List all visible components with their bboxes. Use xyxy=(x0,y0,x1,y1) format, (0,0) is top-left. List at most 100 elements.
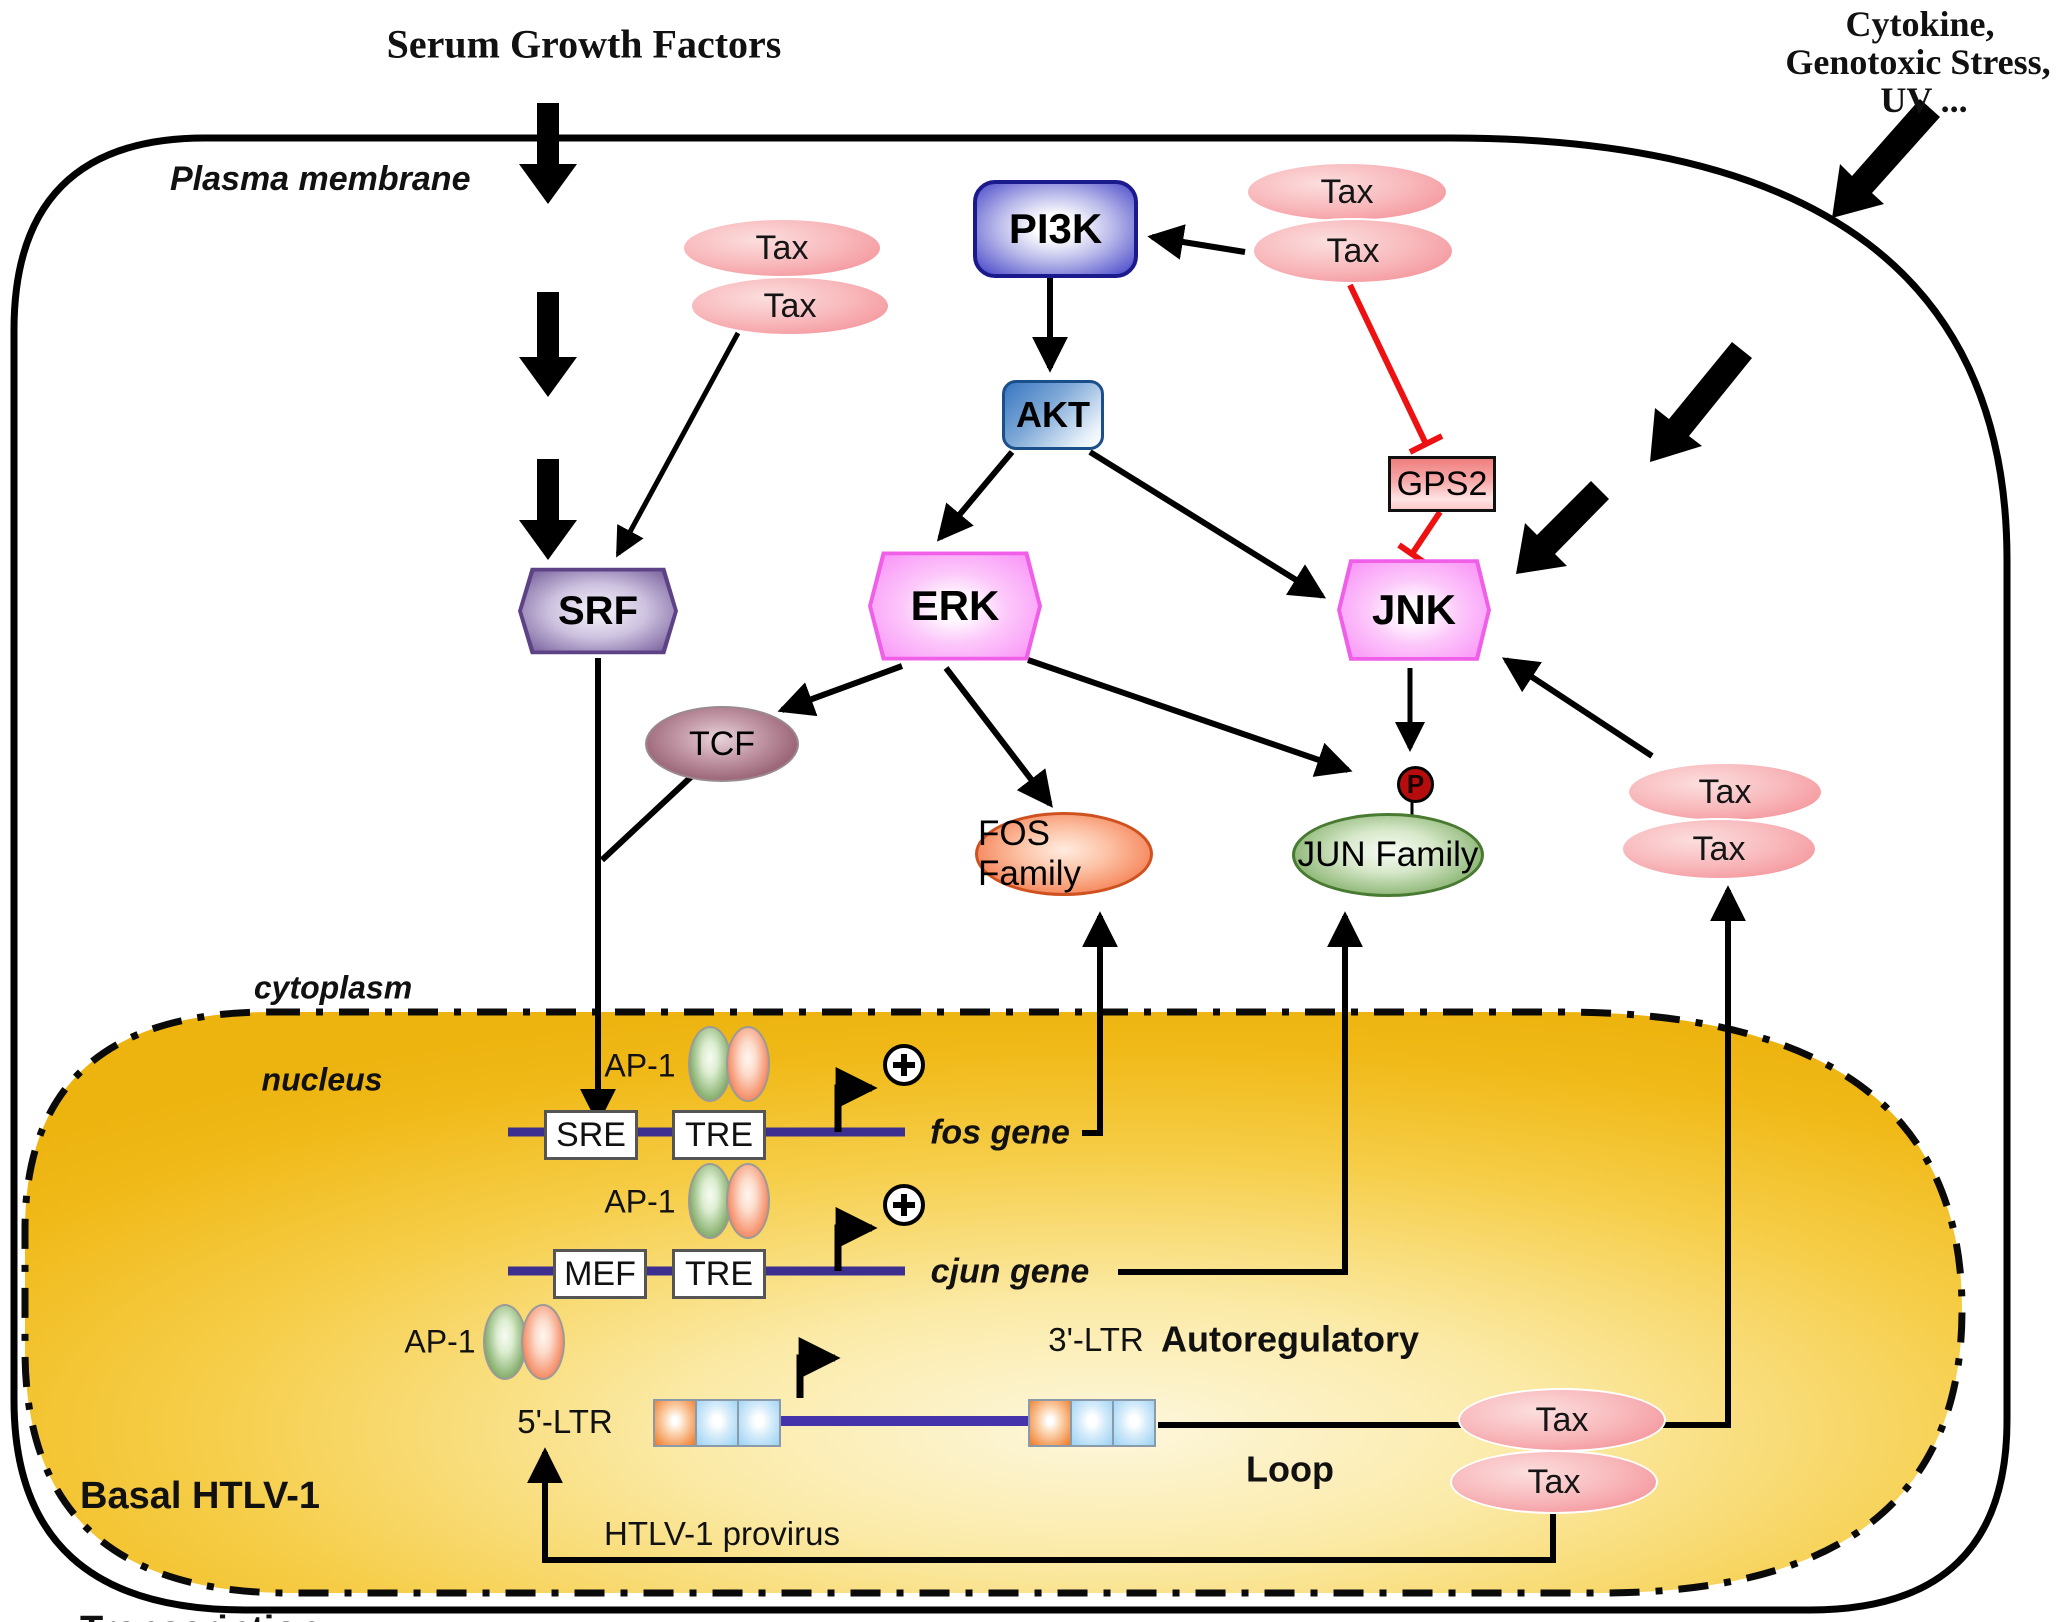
basal-transcription-label: Basal HTLV-1 Transcription xyxy=(80,1384,321,1622)
jnk-label: JNK xyxy=(1371,586,1457,633)
title-genotoxic-stress: Genotoxic Stress, xyxy=(1785,42,2051,82)
tax-label: Tax xyxy=(1320,172,1374,211)
arrow-provirus-to-tax xyxy=(1158,885,1746,1428)
tre-box-cjun: TRE xyxy=(672,1249,766,1299)
arrow-fosgene-to-fosfamily xyxy=(1082,911,1118,1136)
plus-activation-icon-cjun xyxy=(883,1184,925,1226)
jun-family-label: JUN Family xyxy=(1297,835,1479,874)
tax-oval-left-top: Tax xyxy=(682,218,882,278)
tcf-label: TCF xyxy=(688,724,756,763)
nucleus-label: nucleus xyxy=(261,1061,383,1098)
tax-oval-mid-top: Tax xyxy=(1627,762,1823,822)
node-tcf: TCF xyxy=(645,706,799,782)
phospho-icon: P xyxy=(1397,766,1434,803)
title-cytokine: Cytokine, xyxy=(1845,4,1995,44)
tax-label: Tax xyxy=(1698,772,1752,811)
tax-label: Tax xyxy=(755,228,809,267)
gps2-label: GPS2 xyxy=(1396,464,1488,503)
phospho-label: P xyxy=(1406,769,1425,799)
thick-arrow-stress-2 xyxy=(1650,342,1752,462)
tax-label: Tax xyxy=(1535,1400,1589,1439)
ap1-label-3: AP-1 xyxy=(404,1323,476,1360)
nucleus-region xyxy=(21,1008,1966,1597)
tss-arrow-cjun xyxy=(834,1207,878,1271)
ltr5-box-icon xyxy=(653,1399,697,1447)
autoreg-line2: Loop xyxy=(1246,1448,1334,1490)
arrow-tax-loop-to-ltr5 xyxy=(527,1447,1556,1563)
arrow-erk-to-jun xyxy=(1027,657,1353,777)
node-akt: AKT xyxy=(1002,380,1104,450)
thick-arrow-serum-2 xyxy=(519,292,577,397)
arrow-cjungene-to-junfamily xyxy=(1118,911,1363,1275)
sre-label: SRE xyxy=(556,1115,626,1154)
arrow-akt-to-jnk xyxy=(1088,449,1327,599)
tax-oval-left-bottom: Tax xyxy=(690,276,890,336)
arrow-akt-to-erk xyxy=(936,450,1015,542)
sre-box: SRE xyxy=(544,1110,638,1160)
fos-gene-label: fos gene xyxy=(930,1113,1070,1152)
tax-oval-nucleus-top: Tax xyxy=(1458,1388,1666,1452)
cjun-gene-label: cjun gene xyxy=(930,1252,1090,1291)
ltr3-box-icon xyxy=(1112,1399,1156,1447)
ltr5-label: 5'-LTR xyxy=(517,1403,613,1440)
akt-label: AKT xyxy=(1016,394,1090,435)
arrow-tax-to-jnk xyxy=(1501,657,1654,759)
plus-activation-icon-fos xyxy=(883,1044,925,1086)
ltr3-box-icon xyxy=(1070,1399,1114,1447)
node-gps2: GPS2 xyxy=(1388,456,1496,512)
thick-arrow-serum-3 xyxy=(519,459,577,560)
arrow-tax-to-srf xyxy=(615,331,741,558)
ap1-fos-oval-icon xyxy=(726,1026,770,1102)
tax-label: Tax xyxy=(1326,231,1380,270)
thick-arrow-serum-1 xyxy=(519,103,577,204)
tre-label: TRE xyxy=(685,1115,753,1154)
ltr5-box-icon xyxy=(737,1399,781,1447)
tax-oval-nucleus-bottom: Tax xyxy=(1450,1450,1658,1514)
thick-arrow-stress-1 xyxy=(1832,99,1940,218)
tax-label: Tax xyxy=(1692,829,1746,868)
ap1-label-1: AP-1 xyxy=(604,1047,676,1084)
node-jnk: JNK xyxy=(1337,559,1491,661)
cytoplasm-label: cytoplasm xyxy=(253,969,413,1006)
inhibit-tax-to-gps2 xyxy=(1347,283,1444,455)
title-uv: UV ... xyxy=(1880,80,1968,120)
node-fos-family: FOS Family xyxy=(975,812,1153,896)
ap1-fos-oval-icon xyxy=(521,1304,565,1380)
ltr5-box-icon xyxy=(695,1399,739,1447)
arrow-erk-to-fos xyxy=(943,666,1053,808)
title-serum-growth-factors: Serum Growth Factors xyxy=(386,21,782,67)
arrow-erk-to-tcf xyxy=(777,663,904,717)
line-tcf-join-srf xyxy=(599,773,695,863)
thick-arrow-stress-3 xyxy=(1516,481,1609,574)
arrow-tax-to-pi3k xyxy=(1147,224,1246,260)
srf-label: SRF xyxy=(558,588,638,633)
tax-oval-right-bottom: Tax xyxy=(1252,218,1454,284)
basal-line1: Basal HTLV-1 xyxy=(80,1474,321,1517)
tre-label: TRE xyxy=(685,1254,753,1293)
ap1-label-2: AP-1 xyxy=(604,1183,676,1220)
tss-arrow-provirus xyxy=(796,1337,841,1398)
ltr3-label: 3'-LTR xyxy=(1048,1321,1144,1358)
plasma-membrane-label: Plasma membrane xyxy=(170,160,471,198)
mef-label: MEF xyxy=(564,1254,636,1293)
tax-label: Tax xyxy=(1527,1462,1581,1501)
node-erk: ERK xyxy=(868,551,1042,661)
fos-family-label: FOS Family xyxy=(978,814,1082,893)
node-jun-family: JUN Family xyxy=(1292,813,1484,897)
autoregulatory-loop-label: Autoregulatory Loop xyxy=(1161,1231,1419,1577)
htlv1-provirus-label: HTLV-1 provirus xyxy=(604,1515,840,1552)
node-srf: SRF xyxy=(518,567,678,655)
pi3k-label: PI3K xyxy=(1008,205,1103,252)
ltr3-box-icon xyxy=(1028,1399,1072,1447)
tre-box-fos: TRE xyxy=(672,1110,766,1160)
node-pi3k: PI3K xyxy=(973,180,1138,278)
tax-oval-right-top: Tax xyxy=(1246,162,1448,222)
mef-box: MEF xyxy=(553,1249,647,1299)
erk-label: ERK xyxy=(910,582,1000,629)
tss-arrow-fos xyxy=(834,1067,878,1132)
tax-label: Tax xyxy=(763,286,817,325)
basal-line2: Transcription xyxy=(80,1608,321,1622)
ap1-fos-oval-icon xyxy=(726,1163,770,1239)
tax-oval-mid-bottom: Tax xyxy=(1621,818,1817,880)
